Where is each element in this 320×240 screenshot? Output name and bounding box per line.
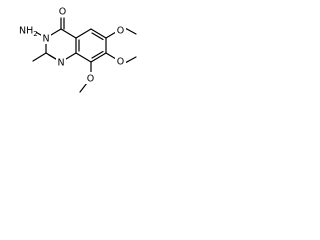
bond-c4a-c4 [60, 28, 77, 39]
bond-c7-c8 [90, 52, 107, 63]
bond-c4a-c5 [75, 28, 92, 39]
bond-c5-c6 [90, 28, 107, 39]
bond-o6-me [124, 27, 137, 35]
amino-nh: NH [19, 26, 33, 37]
ring-n1-label: N [56, 56, 66, 69]
amino-subscript: 2 [33, 30, 37, 38]
carbonyl-oxygen: O [59, 7, 66, 18]
bond-o8-me [79, 82, 88, 93]
amino-group: NH2 [19, 26, 38, 39]
bond-c8-c8a [75, 52, 92, 63]
bond-c7-c8-double [91, 50, 104, 59]
bond-o7-me [124, 56, 137, 64]
bonds [32, 17, 137, 93]
bond-c2-methyl [32, 52, 47, 62]
bond-c6-o6 [105, 31, 117, 39]
methoxy-oxygen-6-label: O [115, 24, 126, 37]
methoxy-oxygen-7-label: O [115, 55, 126, 68]
methoxy-oxygen-8: O [87, 74, 94, 85]
chemical-structure: O N NH2 N O O O [18, 5, 137, 93]
ring-nitrogen-3: N [42, 34, 49, 45]
carbonyl-oxygen-label: O [57, 5, 68, 18]
methoxy-oxygen-6: O [117, 26, 124, 37]
bond-c5-c6-double [91, 32, 104, 41]
atom-labels: O N NH2 N O O O [18, 5, 126, 85]
ring-nitrogen-1: N [57, 58, 64, 69]
ring-n3-label: N [41, 32, 51, 45]
methoxy-oxygen-8-label: O [85, 72, 96, 85]
bond-c7-o7 [105, 52, 117, 60]
amino-group-label: NH2 [18, 24, 38, 38]
methoxy-oxygen-7: O [117, 57, 124, 68]
